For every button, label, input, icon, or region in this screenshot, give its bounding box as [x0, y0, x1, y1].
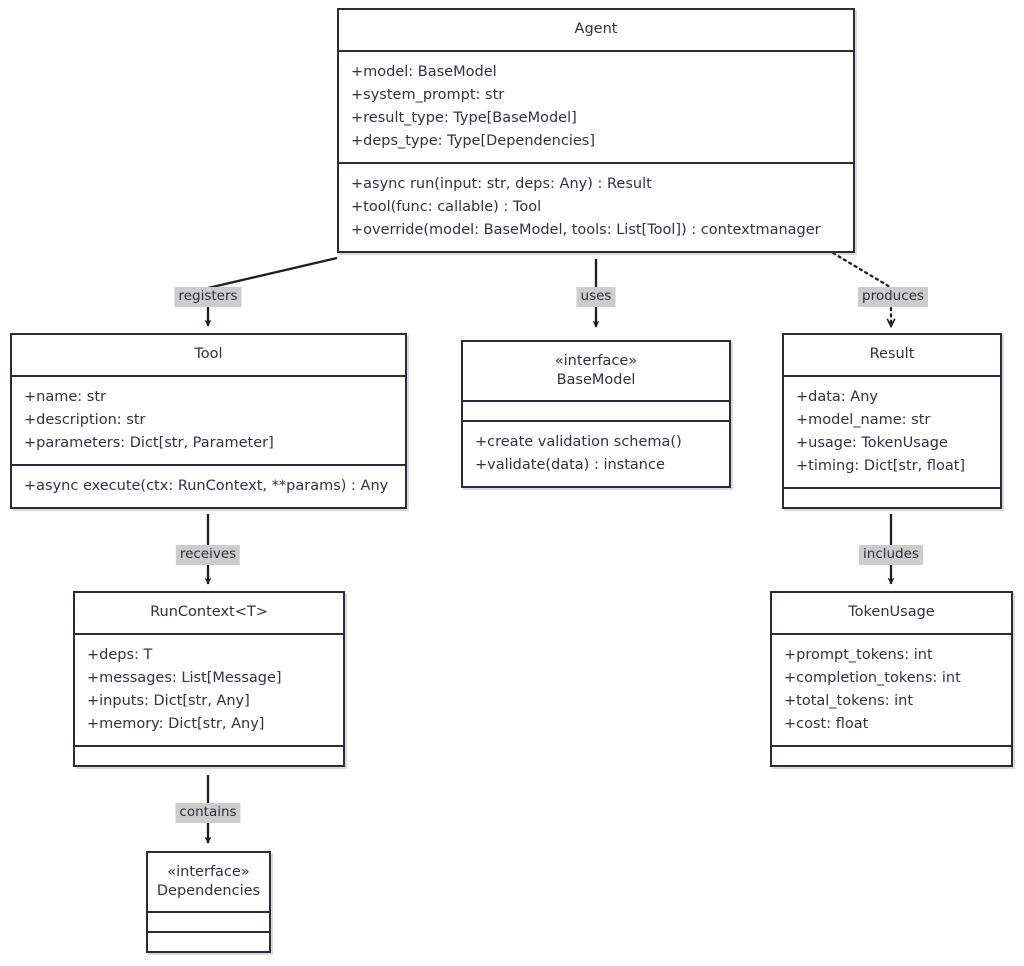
- class-basemodel-methods-compartment: +create validation schema() +validate(da…: [463, 420, 729, 486]
- class-runcontext-attributes-compartment: +deps: T +messages: List[Message] +input…: [75, 632, 343, 745]
- attribute: +data: Any: [796, 388, 878, 405]
- edge-label-receives: receives: [175, 545, 241, 565]
- class-box-tokenusage[interactable]: TokenUsage +prompt_tokens: int +completi…: [770, 591, 1013, 767]
- class-tokenusage-methods-compartment: [772, 744, 1011, 765]
- attribute: +model: BaseModel: [351, 63, 497, 80]
- class-tool-attributes-compartment: +name: str +description: str +parameters…: [12, 374, 405, 464]
- class-basemodel-stereotype: «interface»: [554, 353, 638, 369]
- class-basemodel-attributes-compartment: [463, 400, 729, 420]
- class-dependencies-title-compartment: «interface» Dependencies: [148, 853, 269, 911]
- attribute: +inputs: Dict[str, Any]: [87, 692, 250, 709]
- class-basemodel-title-compartment: «interface» BaseModel: [463, 342, 729, 400]
- method: +tool(func: callable) : Tool: [351, 198, 542, 215]
- class-tokenusage-attributes-compartment: +prompt_tokens: int +completion_tokens: …: [772, 632, 1011, 745]
- class-tokenusage-title-compartment: TokenUsage: [772, 593, 1011, 633]
- class-tokenusage-name: TokenUsage: [848, 604, 935, 620]
- method: +async execute(ctx: RunContext, **params…: [24, 477, 389, 494]
- class-box-result[interactable]: Result +data: Any +model_name: str +usag…: [782, 333, 1002, 509]
- class-tool-title-compartment: Tool: [12, 335, 405, 375]
- attribute: +parameters: Dict[str, Parameter]: [24, 434, 274, 451]
- attribute: +deps_type: Type[Dependencies]: [351, 132, 595, 149]
- class-agent-name: Agent: [574, 21, 618, 37]
- class-result-name: Result: [869, 346, 915, 362]
- attribute: +memory: Dict[str, Any]: [87, 715, 265, 732]
- edge-label-registers: registers: [174, 287, 242, 307]
- class-box-tool[interactable]: Tool +name: str +description: str +param…: [10, 333, 407, 509]
- attribute: +usage: TokenUsage: [796, 434, 948, 451]
- class-dependencies-stereotype: «interface»: [167, 864, 250, 880]
- method: +validate(data) : instance: [475, 457, 665, 474]
- edge-label-uses: uses: [576, 287, 616, 307]
- class-tool-name: Tool: [194, 346, 223, 362]
- class-tool-methods-compartment: +async execute(ctx: RunContext, **params…: [12, 463, 405, 507]
- class-runcontext-name: RunContext<T>: [150, 604, 268, 620]
- attribute: +prompt_tokens: int: [784, 646, 933, 663]
- edge-label-contains: contains: [175, 803, 241, 823]
- attribute: +result_type: Type[BaseModel]: [351, 109, 577, 126]
- attribute: +description: str: [24, 411, 146, 428]
- class-dependencies-methods-compartment: [148, 931, 269, 951]
- method: +create validation schema(): [475, 434, 682, 451]
- class-box-basemodel[interactable]: «interface» BaseModel +create validation…: [461, 340, 731, 489]
- method: +override(model: BaseModel, tools: List[…: [351, 221, 821, 238]
- attribute: +timing: Dict[str, float]: [796, 457, 966, 474]
- class-dependencies-attributes-compartment: [148, 911, 269, 931]
- edge-label-includes: includes: [859, 545, 923, 565]
- class-agent-methods-compartment: +async run(input: str, deps: Any) : Resu…: [339, 161, 853, 251]
- attribute: +messages: List[Message]: [87, 669, 282, 686]
- method: +async run(input: str, deps: Any) : Resu…: [351, 175, 652, 192]
- class-result-attributes-compartment: +data: Any +model_name: str +usage: Toke…: [784, 374, 1000, 487]
- attribute: +deps: T: [87, 646, 153, 663]
- class-result-title-compartment: Result: [784, 335, 1000, 375]
- attribute: +name: str: [24, 388, 106, 405]
- class-runcontext-title-compartment: RunContext<T>: [75, 593, 343, 633]
- attribute: +model_name: str: [796, 411, 931, 428]
- edge-label-produces: produces: [858, 287, 928, 307]
- class-dependencies-name: Dependencies: [156, 882, 261, 899]
- attribute: +completion_tokens: int: [784, 669, 961, 686]
- attribute: +system_prompt: str: [351, 86, 505, 103]
- class-box-dependencies[interactable]: «interface» Dependencies: [146, 851, 271, 954]
- attribute: +total_tokens: int: [784, 692, 914, 709]
- class-agent-title-compartment: Agent: [339, 10, 853, 50]
- attribute: +cost: float: [784, 715, 869, 732]
- class-agent-attributes-compartment: +model: BaseModel +system_prompt: str +r…: [339, 49, 853, 162]
- class-runcontext-methods-compartment: [75, 744, 343, 765]
- class-result-methods-compartment: [784, 486, 1000, 507]
- class-box-runcontext[interactable]: RunContext<T> +deps: T +messages: List[M…: [73, 591, 345, 767]
- class-box-agent[interactable]: Agent +model: BaseModel +system_prompt: …: [337, 8, 855, 253]
- class-basemodel-name: BaseModel: [556, 371, 636, 388]
